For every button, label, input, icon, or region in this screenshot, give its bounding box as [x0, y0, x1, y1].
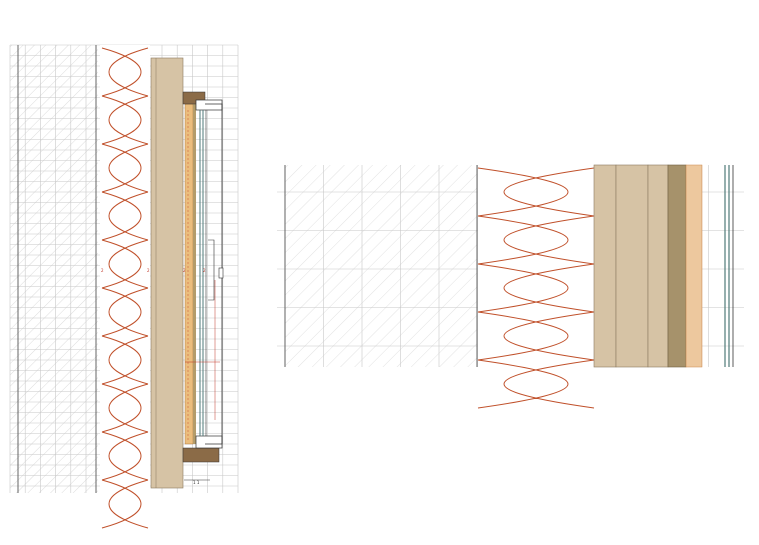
dimension-tag-3: 2	[183, 268, 186, 273]
horizontal-timber-layer-2	[615, 164, 649, 368]
horizontal-section-hatch	[285, 165, 477, 367]
horizontal-wall-section	[277, 164, 744, 409]
dimension-tag-1: 2	[101, 268, 104, 273]
window-handle-recess	[208, 239, 215, 301]
horizontal-fibreboard-layer	[685, 164, 703, 368]
vertical-fibreboard-layer	[184, 103, 194, 445]
dimension-tag-2: 2	[147, 268, 150, 273]
vertical-timber-layer	[150, 57, 184, 489]
bottom-tag: 1 1	[193, 480, 200, 485]
window-handle	[218, 267, 224, 279]
vertical-batten	[193, 104, 196, 444]
dimension-tag-4: 2	[203, 268, 206, 273]
insulation-curve	[477, 167, 595, 409]
vertical-insulation-pattern	[101, 47, 149, 529]
window-head-frame	[195, 99, 223, 111]
horizontal-insulation-zone	[478, 165, 594, 367]
window-sill-frame	[195, 435, 223, 449]
window-sill-block	[182, 447, 220, 463]
insulation-curve	[101, 47, 149, 529]
horizontal-timber-layer-3	[647, 164, 669, 368]
horizontal-batten-layer	[667, 164, 687, 368]
vertical-insulation-zone	[100, 45, 150, 493]
vertical-wall-section: 2 2 2 2 1 1	[9, 44, 239, 529]
horizontal-timber-layer-1	[593, 164, 617, 368]
vertical-section-hatch	[10, 45, 98, 493]
horizontal-insulation-pattern	[477, 167, 595, 409]
